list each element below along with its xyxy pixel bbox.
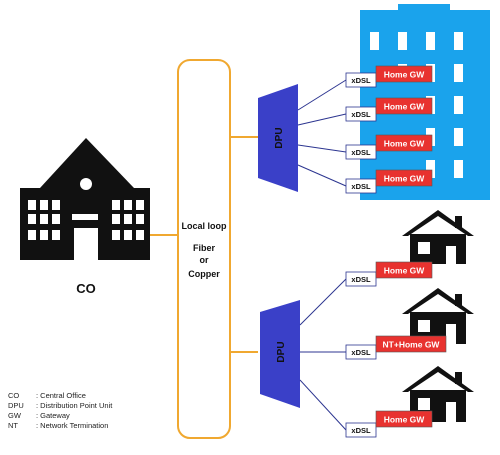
- local-loop-copper: Copper: [188, 269, 220, 279]
- dpu-bottom: [260, 300, 300, 408]
- legend-abbr: GW: [8, 411, 21, 420]
- dpu-top: [258, 84, 298, 192]
- house-icon: [402, 288, 474, 344]
- legend-abbr: CO: [8, 391, 20, 400]
- xdsl-label: xDSL: [351, 348, 371, 357]
- building-link-3: xDSL Home GW: [345, 134, 433, 160]
- home-gateway-label: Home GW: [384, 266, 426, 276]
- xdsl-label: xDSL: [351, 148, 371, 157]
- xdsl-label: xDSL: [351, 110, 371, 119]
- xdsl-label: xDSL: [351, 275, 371, 284]
- building-link-4: xDSL Home GW: [345, 169, 433, 194]
- house-link-1: xDSL Home GW: [345, 261, 433, 287]
- house-link-2: xDSL NT+Home GW: [345, 335, 447, 360]
- home-gateway-label: Home GW: [384, 102, 426, 112]
- home-gateway-label: Home GW: [384, 70, 426, 80]
- home-gateway-label: Home GW: [384, 415, 426, 425]
- dpu-bottom-label: DPU: [276, 341, 287, 362]
- dpu-top-link-2: [297, 113, 347, 126]
- local-loop-fiber: Fiber: [193, 243, 216, 253]
- dpu-top-link-1: [297, 79, 347, 111]
- legend-abbr: DPU: [8, 401, 24, 410]
- legend-row: CO : Central Office: [8, 391, 112, 401]
- local-loop-title: Local loop: [182, 221, 228, 231]
- dpu-top-link-4: [297, 164, 347, 187]
- legend-definition: : Network Termination: [36, 421, 109, 430]
- building-link-1: xDSL Home GW: [345, 65, 433, 88]
- local-loop-box: [177, 59, 231, 439]
- central-office-building-icon: [20, 138, 150, 260]
- dpu-top-link-3: [297, 144, 347, 153]
- local-loop-or: or: [200, 255, 209, 265]
- building-link-2: xDSL Home GW: [345, 97, 433, 122]
- home-gateway-label: Home GW: [384, 174, 426, 184]
- house-icon: [402, 210, 474, 264]
- xdsl-label: xDSL: [351, 76, 371, 85]
- abbreviation-legend: CO : Central Office DPU : Distribution P…: [8, 391, 112, 431]
- dpu-bottom-link-1: [299, 278, 347, 326]
- home-gateway-label: Home GW: [384, 139, 426, 149]
- central-office-label: CO: [76, 281, 96, 296]
- dpu-top-label: DPU: [274, 127, 285, 148]
- nt-home-gateway-label: NT+Home GW: [383, 340, 441, 350]
- legend-abbr: NT: [8, 421, 18, 430]
- legend-definition: : Distribution Point Unit: [36, 401, 113, 410]
- legend-definition: : Central Office: [36, 391, 86, 400]
- house-link-3: xDSL Home GW: [345, 410, 433, 438]
- legend-row: DPU : Distribution Point Unit: [8, 401, 112, 411]
- legend-definition: : Gateway: [36, 411, 70, 420]
- legend-row: NT : Network Termination: [8, 421, 112, 431]
- xdsl-label: xDSL: [351, 426, 371, 435]
- dpu-bottom-link-3: [299, 379, 347, 431]
- legend-row: GW : Gateway: [8, 411, 112, 421]
- xdsl-label: xDSL: [351, 182, 371, 191]
